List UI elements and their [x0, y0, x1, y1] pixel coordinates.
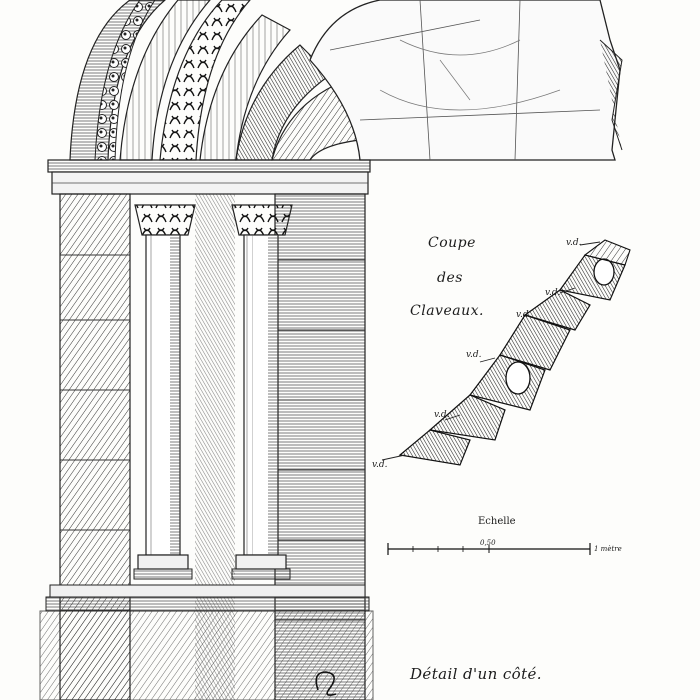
- voussoir-label-2: v.d.: [545, 288, 561, 298]
- section-title-line-2: des: [437, 270, 463, 286]
- scale-bar: [387, 543, 591, 555]
- cornice: [47, 159, 371, 195]
- section-title-line-3: Claveaux.: [410, 303, 484, 319]
- section-title-line-1: Coupe: [428, 235, 476, 251]
- engraver-mark: [315, 671, 337, 696]
- column-right: [231, 204, 293, 580]
- plate-caption: Détail d'un côté.: [410, 665, 542, 683]
- plinth: [39, 584, 374, 700]
- arch-voussoirs: [69, 0, 361, 161]
- voussoir-label-1: v.d.: [566, 238, 582, 248]
- scale-title: Echelle: [478, 516, 516, 527]
- voussoir-section: [381, 239, 631, 466]
- column-left: [133, 204, 196, 580]
- voussoir-label-6: v.d.: [372, 460, 388, 470]
- voussoir-label-5: v.d.: [434, 410, 450, 420]
- voussoir-label-4: v.d.: [466, 350, 482, 360]
- voussoir-label-3: v.d.: [516, 310, 532, 320]
- scale-end-label: 1 mètre: [594, 545, 622, 553]
- scale-mid-label: 0,50: [480, 539, 496, 547]
- tympanum-block: [309, 0, 623, 161]
